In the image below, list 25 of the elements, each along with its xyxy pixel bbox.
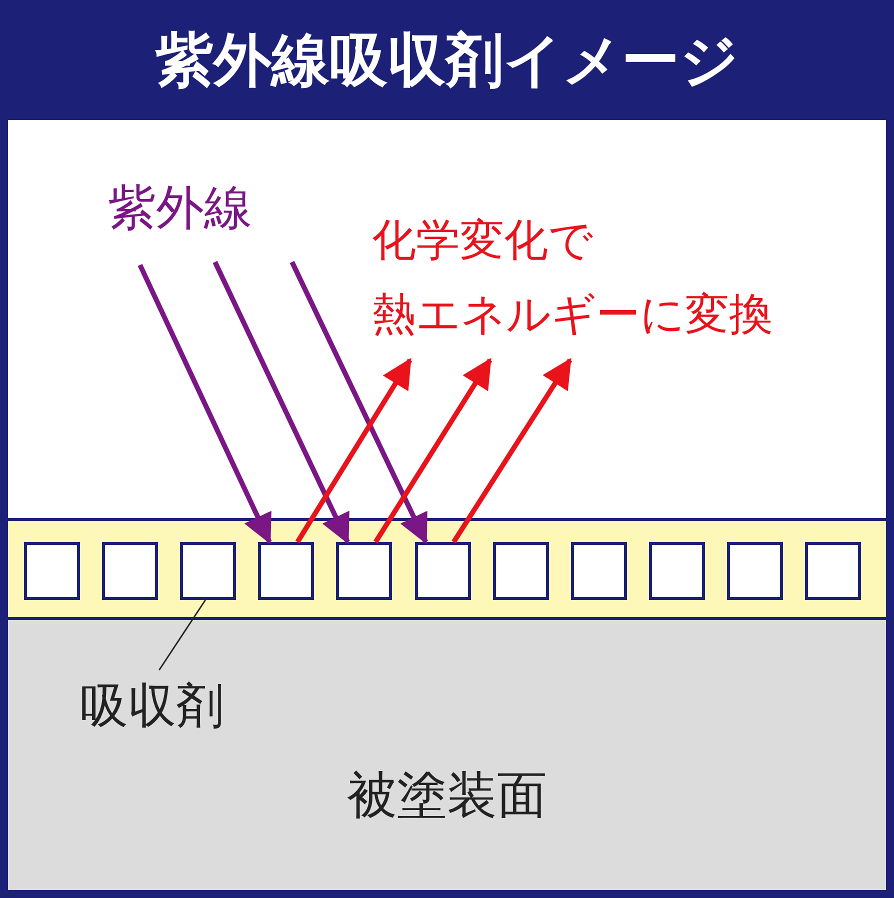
conversion-label: 化学変化で — [372, 214, 593, 268]
absorber-layer — [8, 518, 886, 620]
arrow — [138, 264, 272, 544]
arrow — [295, 358, 412, 544]
absorber-particle — [570, 542, 627, 600]
absorber-particle — [726, 542, 783, 600]
conversion-label: 熱エネルギーに変換 — [372, 288, 773, 342]
arrow — [452, 358, 572, 544]
absorber-particle — [336, 542, 392, 600]
absorber-particle — [648, 542, 705, 600]
arrow — [290, 260, 428, 544]
uv-label: 紫外線 — [108, 179, 252, 238]
absorber-particle — [102, 542, 158, 600]
absorber-particle — [24, 542, 80, 600]
absorber-particle — [180, 542, 236, 600]
absorber-particle — [805, 542, 861, 600]
absorber-particle — [258, 542, 314, 600]
arrow — [373, 358, 492, 544]
absorber-particle — [414, 542, 470, 600]
absorber-particle — [492, 542, 549, 600]
leader-line — [158, 600, 206, 670]
part-label: 吸収剤 — [80, 677, 224, 736]
coated-surface — [8, 620, 886, 890]
surface-label: 被塗装面 — [346, 765, 548, 826]
arrow — [212, 260, 350, 544]
